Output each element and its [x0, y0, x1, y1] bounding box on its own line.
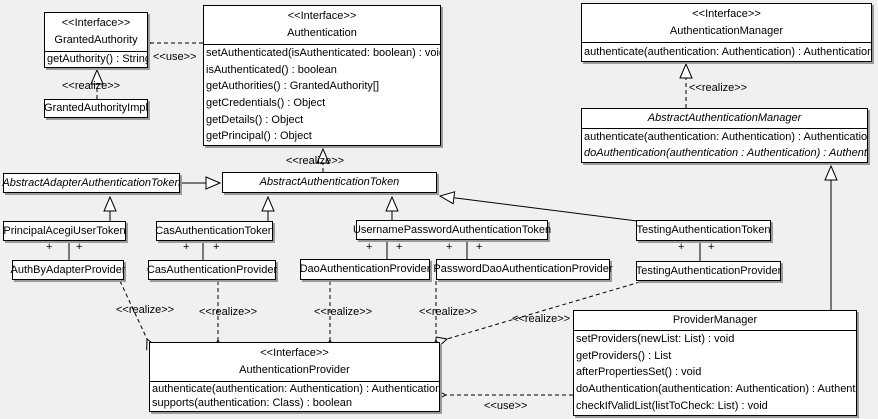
method: checkIfValidList(listToCheck: List) : vo… [576, 400, 768, 413]
realize-authbyadapter-to-authenticationprovider [119, 280, 147, 339]
class-name: CasAuthenticationToken [155, 224, 274, 237]
stereotype-interface: <<Interface>> [260, 347, 329, 359]
method: getProviders() : List [576, 349, 672, 362]
class-username-password-authentication-token: UsernamePasswordAuthenticationToken [353, 220, 551, 240]
method: authenticate(authentication: Authenticat… [584, 45, 871, 58]
realize-label: <<realize>> [62, 80, 121, 92]
multiplicity-label: + [708, 241, 715, 253]
method: doAuthentication(authentication : Authen… [584, 147, 867, 160]
class-name: ProviderManager [672, 314, 758, 326]
class-password-dao-authentication-provider: PasswordDaoAuthenticationProvider [433, 259, 613, 280]
class-name: TestingAuthenticationToken [636, 224, 771, 236]
class-authentication-manager: <<Interface>> AuthenticationManager auth… [581, 3, 872, 62]
class-name: GrantedAuthority [54, 34, 138, 46]
method: getAuthorities() : GrantedAuthority[] [206, 80, 380, 93]
class-granted-authority: <<Interface>> GrantedAuthority getAuthor… [44, 12, 148, 68]
class-abstract-authentication-manager: AbstractAuthenticationManager authentica… [581, 108, 868, 163]
method: getDetails() : Object [206, 113, 304, 126]
stereotype-interface: <<Interface>> [61, 17, 131, 29]
class-name: GrantedAuthorityImpl [44, 102, 148, 114]
method: authenticate(authentication: Authenticat… [584, 130, 867, 143]
class-granted-authority-impl: GrantedAuthorityImpl [44, 99, 148, 118]
realize-testingprovider-to-authenticationprovider [447, 281, 641, 339]
class-name: AuthByAdapterProvider [10, 263, 126, 276]
multiplicity-label: + [678, 241, 685, 253]
generalization-testingtoken-to-abstracttoken [440, 196, 638, 222]
class-provider-manager: ProviderManager setProviders(newList: Li… [573, 310, 857, 416]
stereotype-interface: <<Interface>> [692, 8, 761, 20]
method: afterPropertiesSet() : void [576, 366, 702, 379]
class-name: UsernamePasswordAuthenticationToken [352, 223, 552, 236]
class-testing-authentication-provider: TestingAuthenticationProvider [636, 261, 781, 281]
class-principal-acegi-user-token: PrincipalAcegiUserToken [3, 221, 126, 241]
method: authenticate(authentication: Authenticat… [152, 382, 439, 395]
class-name: PasswordDaoAuthenticationProvider [433, 263, 613, 275]
class-authentication-provider: <<Interface>> AuthenticationProvider aut… [149, 342, 440, 412]
class-dao-authentication-provider: DaoAuthenticationProvider [300, 259, 430, 280]
method: doAuthentication(authentication: Authent… [576, 383, 856, 396]
class-name: AuthenticationManager [669, 25, 784, 37]
multiplicity-label: + [183, 241, 190, 253]
method: getPrincipal() : Object [206, 130, 312, 143]
method: supports(authentication: Class) : boolea… [152, 397, 352, 410]
class-abstract-authentication-token: AbstractAuthenticationToken [222, 172, 437, 193]
method: setAuthenticated(isAuthenticated: boolea… [206, 46, 440, 59]
multiplicity-label: + [213, 241, 220, 253]
class-name: Authentication [287, 27, 357, 39]
multiplicity-label: + [76, 241, 83, 253]
realize-label: <<realize>> [199, 306, 258, 318]
class-cas-authentication-provider: CasAuthenticationProvider [146, 260, 278, 280]
class-testing-authentication-token: TestingAuthenticationToken [636, 220, 771, 241]
class-auth-by-adapter-provider: AuthByAdapterProvider [11, 260, 125, 280]
class-name: TestingAuthenticationProvider [635, 264, 782, 277]
class-name: DaoAuthenticationProvider [299, 263, 431, 275]
method: getAuthority() : String [47, 53, 147, 65]
realize-label: <<realize>> [314, 306, 373, 318]
multiplicity-label: + [446, 241, 453, 253]
realize-label: <<realize>> [116, 304, 175, 316]
class-name: PrincipalAcegiUserToken [3, 224, 126, 237]
realize-label: <<realize>> [689, 82, 748, 94]
class-name: AuthenticationProvider [239, 364, 350, 376]
class-abstract-adapter-authentication-token: AbstractAdapterAuthenticationToken [2, 173, 181, 193]
method: setProviders(newList: List) : void [576, 332, 735, 345]
realize-label: <<realize>> [512, 313, 571, 325]
class-name: AbstractAdapterAuthenticationToken [2, 176, 181, 189]
class-name: AbstractAuthenticationToken [259, 176, 400, 188]
method: isAuthenticated() : boolean [206, 63, 337, 76]
class-authentication: <<Interface>> Authentication setAuthenti… [203, 5, 441, 146]
use-label: <<use>> [153, 51, 197, 63]
multiplicity-label: + [46, 241, 53, 253]
class-name: CasAuthenticationProvider [146, 263, 278, 276]
class-name: AbstractAuthenticationManager [647, 112, 802, 124]
multiplicity-label: + [396, 241, 403, 253]
multiplicity-label: + [366, 241, 373, 253]
stereotype-interface: <<Interface>> [287, 10, 357, 22]
class-cas-authentication-token: CasAuthenticationToken [155, 221, 274, 241]
multiplicity-label: + [476, 241, 483, 253]
realize-label: <<realize>> [419, 306, 478, 318]
use-label: <<use>> [484, 400, 528, 412]
method: getCredentials() : Object [206, 96, 326, 109]
realize-label: <<realize>> [286, 155, 345, 167]
